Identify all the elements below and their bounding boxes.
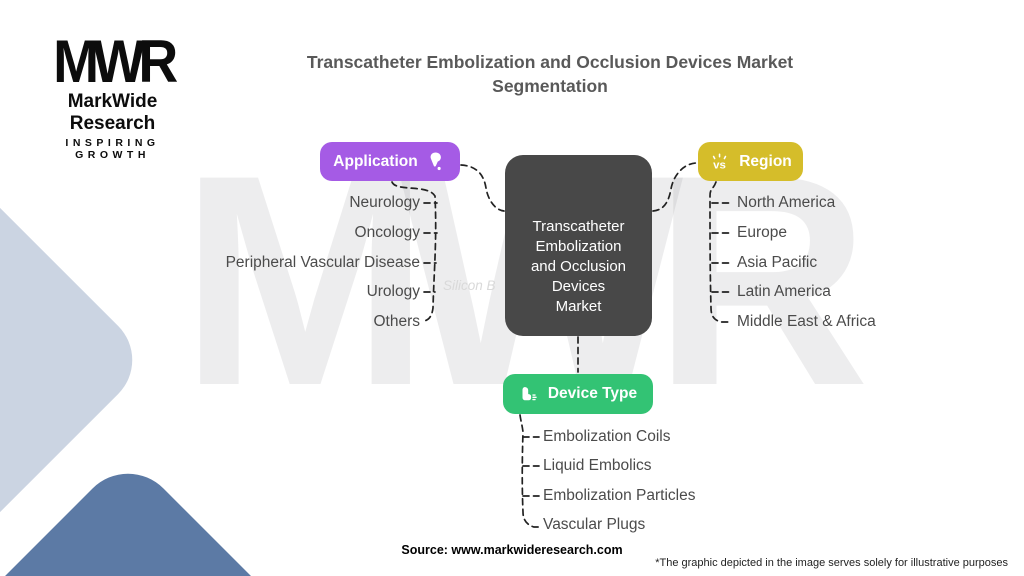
central-box-line: and Occlusion (530, 258, 627, 275)
application-badge-label: Application (333, 152, 418, 170)
device-type-badge-label: Device Type (547, 385, 638, 402)
application-item: Peripheral Vascular Disease (225, 254, 420, 271)
region-item: Middle East & Africa (737, 313, 876, 330)
central-box-line: Market (555, 298, 602, 315)
small-watermark-text: Silicon B (443, 278, 496, 293)
region-item: Europe (737, 224, 787, 241)
device-type-item: Liquid Embolics (543, 457, 652, 474)
region-item: Asia Pacific (737, 254, 818, 271)
logo-name: MarkWide Research (67, 91, 158, 134)
application-item: Oncology (354, 224, 420, 241)
decor-diamond-dark (0, 453, 343, 576)
region-item: Latin America (737, 283, 831, 300)
region-item: North America (737, 194, 836, 211)
device-type-badge: Device Type (503, 374, 653, 414)
markwide-logo: MWR MarkWide Research INSPIRING GROWTH (30, 28, 195, 162)
central-box-line: Embolization (535, 238, 622, 255)
central-market-box: Transcatheter Embolization and Occlusion… (505, 155, 652, 336)
logo-tagline: INSPIRING GROWTH (65, 137, 160, 161)
svg-text:vs: vs (713, 159, 726, 171)
device-type-item: Embolization Coils (543, 428, 671, 445)
central-box-line: Transcatheter (532, 218, 625, 235)
device-type-item: Embolization Particles (543, 487, 696, 504)
central-box-line: Devices (551, 278, 606, 295)
logo-monogram: MWR (53, 28, 178, 95)
disclaimer-text: *The graphic depicted in the image serve… (655, 557, 1008, 569)
application-item: Others (373, 313, 420, 330)
region-badge: vs Region (698, 142, 803, 181)
application-item: Neurology (349, 194, 420, 211)
application-item: Urology (366, 283, 420, 300)
page-title: Transcatheter Embolization and Occlusion… (306, 52, 794, 96)
paint-dropper-icon (430, 152, 441, 171)
device-pump-icon (522, 386, 537, 400)
region-badge-label: Region (739, 152, 792, 170)
application-badge: Application (320, 142, 460, 181)
source-text: Source: www.markwideresearch.com (401, 543, 623, 557)
device-type-item: Vascular Plugs (543, 516, 646, 533)
vs-sparkle-icon: vs (713, 153, 727, 171)
